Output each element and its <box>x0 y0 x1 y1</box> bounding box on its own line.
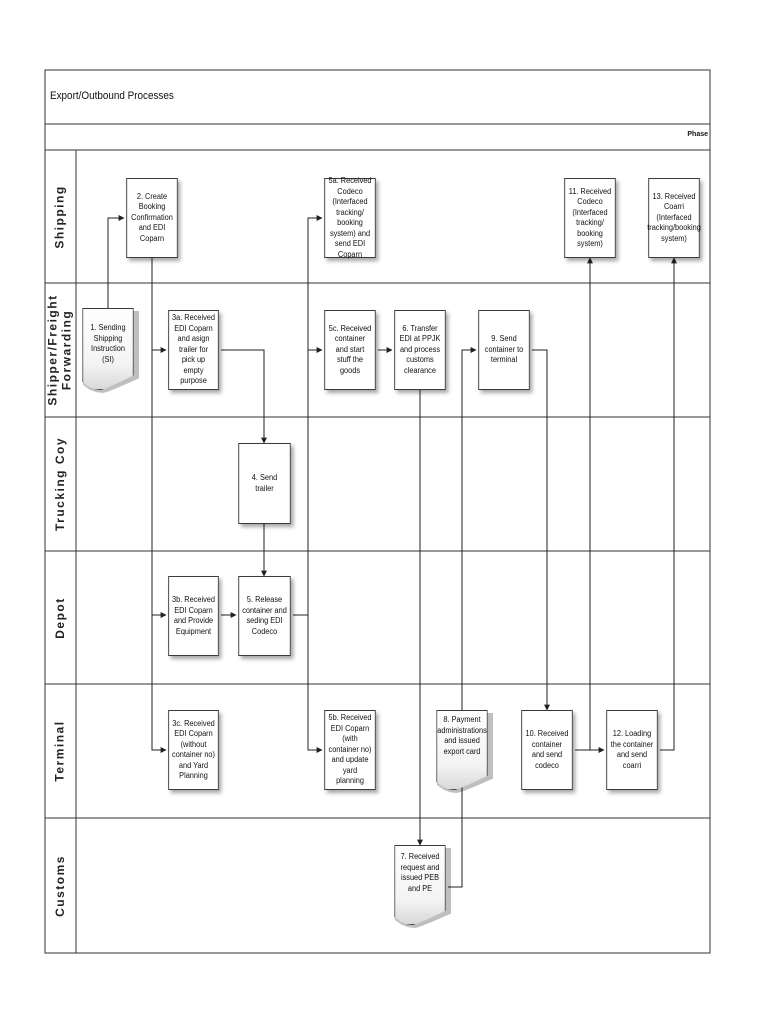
node-label: 9. Send container to terminal <box>484 334 524 365</box>
process-node-4[interactable]: 4. Send trailer <box>238 443 291 524</box>
node-label: 6. Transfer EDI at PPJK and process cust… <box>399 323 441 375</box>
node-label: 13. Received Coarri (Interfaced tracking… <box>647 191 701 243</box>
connector-12-13 <box>660 257 677 751</box>
node-label: 12. Loading the container and send coarr… <box>610 729 654 770</box>
connector-7-8 <box>448 779 465 888</box>
node-label: 1. Sending Shipping Instruction (SI) <box>90 323 126 364</box>
node-label: 7. Received request and issued PEB and P… <box>400 852 440 893</box>
diagram-title: Export/Outbound Processes <box>50 90 174 102</box>
node-label: 3b. Received EDI Coparn and Provide Equi… <box>172 595 215 636</box>
lane-label-depot: Depot <box>44 551 76 684</box>
lane-label-trucking: Trucking Coy <box>44 417 76 551</box>
node-label: 3a. Received EDI Coparn and asign traile… <box>172 313 215 386</box>
connector-1-2 <box>107 215 125 308</box>
lane-label-text: Shipper/Freight Forwarding <box>46 294 75 406</box>
process-node-10[interactable]: 10. Received container and send codeco <box>521 710 573 790</box>
process-node-11[interactable]: 11. Received Codeco (Interfaced tracking… <box>564 178 616 258</box>
node-label: 5b. Received EDI Coparn (with container … <box>328 713 372 786</box>
node-label: 11. Received Codeco (Interfaced tracking… <box>568 186 612 249</box>
lane-label-text: Terminal <box>53 720 67 782</box>
node-label: 3c. Received EDI Coparn (without contain… <box>172 718 215 781</box>
lane-label-shipping: Shipping <box>44 150 76 283</box>
process-node-6[interactable]: 6. Transfer EDI at PPJK and process cust… <box>394 310 446 390</box>
process-node-5a[interactable]: 5a. Received Codeco (Interfaced tracking… <box>324 176 376 259</box>
node-label: 2. Create Booking Confirmation and EDI C… <box>131 191 173 243</box>
process-node-9[interactable]: 9. Send container to terminal <box>478 310 530 390</box>
node-label: 10. Received container and send codeco <box>525 729 569 770</box>
connector-9-10 <box>532 349 550 711</box>
connector-2-3b <box>151 350 167 618</box>
lane-label-shipper: Shipper/Freight Forwarding <box>44 283 76 417</box>
process-node-3b[interactable]: 3b. Received EDI Coparn and Provide Equi… <box>168 576 219 656</box>
connector-10-11 <box>575 257 593 751</box>
lane-label-text: Depot <box>53 596 67 639</box>
node-label: 5a. Received Codeco (Interfaced tracking… <box>328 176 372 259</box>
connector-5-5a <box>293 215 323 616</box>
process-node-5c[interactable]: 5c. Received container and start stuff t… <box>324 310 376 390</box>
phase-label: Phase <box>687 131 708 138</box>
lane-label-text: Trucking Coy <box>53 436 68 532</box>
connector-2-3c <box>151 615 167 753</box>
process-node-13[interactable]: 13. Received Coarri (Interfaced tracking… <box>647 178 701 258</box>
connector-3a-4 <box>221 349 267 444</box>
node-label: 4. Send trailer <box>251 473 278 493</box>
process-node-12[interactable]: 12. Loading the container and send coarr… <box>606 710 658 790</box>
process-node-5[interactable]: 5. Release container and seding EDI Code… <box>238 576 291 656</box>
connector-8-9 <box>461 347 477 710</box>
document-node-7[interactable]: 7. Received request and issued PEB and P… <box>394 845 446 925</box>
node-label: 5c. Received container and start stuff t… <box>328 323 372 375</box>
lane-label-terminal: Terminal <box>44 684 76 818</box>
lane-label-text: Shipping <box>53 184 68 249</box>
process-node-3c[interactable]: 3c. Received EDI Coparn (without contain… <box>168 710 219 790</box>
connector-2-3a <box>151 258 167 353</box>
node-label: 8. Payment administrations and issued ex… <box>437 715 487 756</box>
process-node-5b[interactable]: 5b. Received EDI Coparn (with container … <box>324 710 376 790</box>
process-node-2[interactable]: 2. Create Booking Confirmation and EDI C… <box>126 178 178 258</box>
lane-label-text: Customs <box>53 854 67 917</box>
lane-label-customs: Customs <box>44 818 76 953</box>
document-node-8[interactable]: 8. Payment administrations and issued ex… <box>436 710 488 790</box>
node-label: 5. Release container and seding EDI Code… <box>242 595 287 636</box>
document-node-1[interactable]: 1. Sending Shipping Instruction (SI) <box>82 308 134 390</box>
connector-5-5b <box>307 615 323 753</box>
process-node-3a[interactable]: 3a. Received EDI Coparn and asign traile… <box>168 310 219 390</box>
diagram-frame <box>44 69 711 954</box>
